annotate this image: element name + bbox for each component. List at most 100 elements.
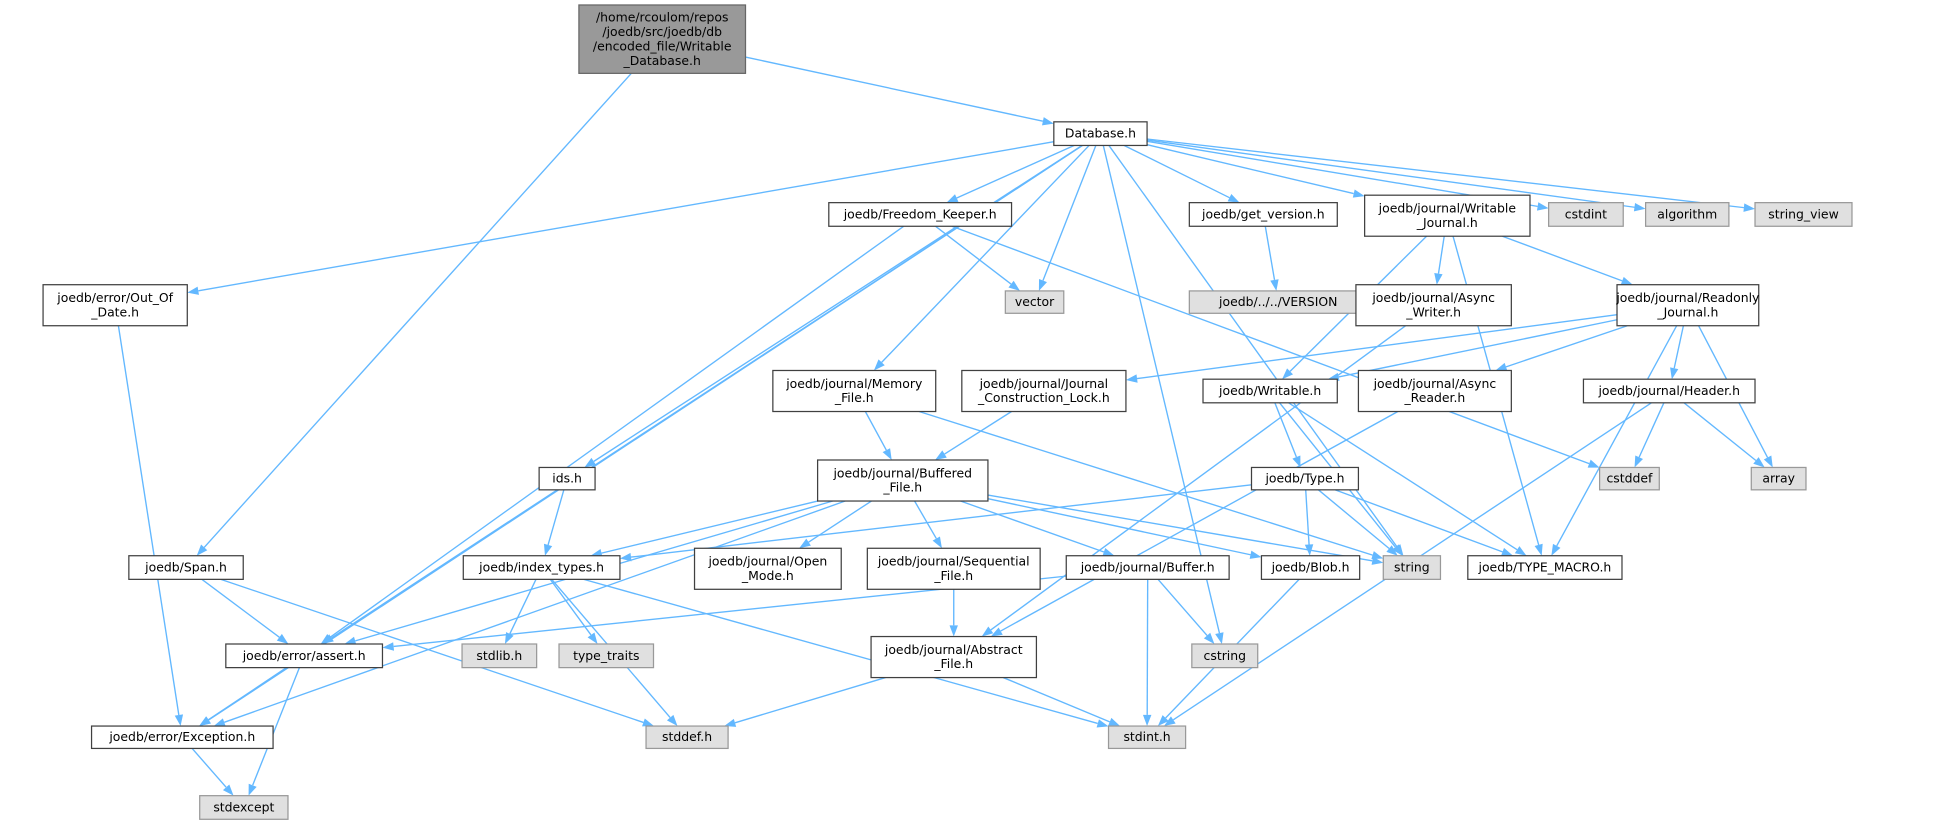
node-sequential-file[interactable]: joedb/journal/Sequential_File.h — [866, 547, 1041, 590]
edge-readonly_journal-to-header — [1670, 325, 1685, 380]
edge-buffered_file-to-sequential_file — [913, 500, 942, 549]
edge-async_reader-to-abstract_file — [990, 410, 1399, 637]
node-label-line: vector — [1015, 294, 1055, 309]
edge-arrowhead — [935, 450, 947, 460]
edge-arrowhead — [949, 625, 958, 637]
edge-database-to-out_of_date — [187, 141, 1054, 295]
edge-arrowhead — [1142, 714, 1152, 727]
edge-line — [1042, 145, 1097, 281]
edge-readonly_journal-to-async_reader — [1495, 325, 1628, 371]
nodes-layer: /home/rcoulom/repos/joedb/src/joedb/db/e… — [42, 4, 1853, 820]
edge-header-to-cstddef — [1634, 402, 1665, 468]
node-blob[interactable]: joedb/Blob.h — [1260, 555, 1361, 580]
node-header[interactable]: joedb/journal/Header.h — [1582, 378, 1756, 404]
node-box — [1382, 555, 1442, 580]
node-version: joedb/../../VERSION — [1188, 290, 1368, 314]
edge-arrowhead — [1157, 715, 1169, 727]
edge-arrowhead — [1534, 543, 1543, 556]
edge-abstract_file-to-stdint — [1002, 676, 1121, 727]
edge-arrowhead — [1282, 368, 1294, 380]
edge-line — [1683, 402, 1757, 462]
node-box — [961, 369, 1127, 413]
edge-arrowhead — [1292, 455, 1301, 468]
edge-line — [201, 578, 280, 638]
node-label-line: joedb/journal/Readonly — [1615, 290, 1759, 305]
edge-database-to-string_view — [1146, 138, 1756, 212]
node-label-line: joedb/TYPE_MACRO.h — [1478, 560, 1612, 575]
edge-arrowhead — [1620, 276, 1633, 285]
node-label-line: joedb/journal/Writable — [1378, 200, 1516, 215]
node-box — [90, 725, 274, 750]
node-box — [1750, 466, 1807, 491]
node-box — [225, 643, 384, 669]
node-box — [1754, 202, 1853, 227]
node-box — [1188, 202, 1338, 227]
edge-database-to-get_version — [1123, 144, 1240, 203]
edge-arrowhead — [344, 636, 357, 645]
node-open-mode[interactable]: joedb/journal/Open_Mode.h — [693, 547, 842, 590]
node-assert[interactable]: joedb/error/assert.h — [225, 643, 384, 669]
edge-arrowhead — [1042, 117, 1054, 126]
edge-buffered_file-to-blob — [987, 497, 1262, 559]
node-writable[interactable]: joedb/Writable.h — [1202, 378, 1338, 404]
edge-arrowhead — [1163, 716, 1176, 727]
node-label-line: joedb/get_version.h — [1201, 206, 1325, 221]
node-type[interactable]: joedb/Type.h — [1250, 466, 1360, 491]
node-buffered-file[interactable]: joedb/journal/Buffered_File.h — [816, 459, 989, 502]
node-ids[interactable]: ids.h — [538, 466, 596, 491]
node-label-line: joedb/journal/Async — [1371, 290, 1495, 305]
edge-arrowhead — [1371, 556, 1384, 565]
node-async-reader[interactable]: joedb/journal/Async_Reader.h — [1357, 369, 1512, 413]
node-box — [816, 459, 989, 502]
edge-abstract_file-to-stddef — [724, 676, 886, 727]
edge-freedom-to-vector — [935, 225, 1021, 291]
edge-line — [220, 578, 644, 724]
edge-line — [329, 225, 905, 639]
edge-buffered_file-to-string — [987, 494, 1384, 565]
edge-database-to-writable_journal — [1146, 144, 1365, 198]
node-label-line: _Writer.h — [1405, 304, 1461, 319]
edge-line — [1002, 676, 1111, 723]
node-label-line: _File.h — [882, 480, 922, 495]
edge-database-to-cstring — [1102, 145, 1224, 644]
edge-database-to-ids — [584, 144, 1083, 468]
edge-line — [208, 144, 1083, 721]
node-box — [1355, 284, 1512, 327]
node-box — [1644, 202, 1730, 227]
node-buffer[interactable]: joedb/journal/Buffer.h — [1065, 555, 1230, 580]
edge-line — [1102, 145, 1221, 634]
node-async-writer[interactable]: joedb/journal/Async_Writer.h — [1355, 284, 1512, 327]
edge-arrowhead — [1551, 543, 1561, 556]
edge-database-to-freedom — [946, 144, 1075, 203]
node-get-version[interactable]: joedb/get_version.h — [1188, 202, 1338, 227]
node-box — [870, 635, 1038, 679]
node-abstract-file[interactable]: joedb/journal/Abstract_File.h — [870, 635, 1038, 679]
node-type-macro[interactable]: joedb/TYPE_MACRO.h — [1467, 555, 1623, 580]
node-construction-lock[interactable]: joedb/journal/Journal_Construction_Lock.… — [961, 369, 1127, 413]
edge-index_types-to-type_traits — [549, 578, 598, 644]
edge-line — [207, 667, 287, 721]
node-database[interactable]: Database.h — [1053, 121, 1148, 147]
edge-writable-to-type_macro — [1288, 402, 1527, 556]
node-label-line: cstdint — [1565, 206, 1607, 221]
node-memory-file[interactable]: joedb/journal/Memory_File.h — [772, 369, 937, 413]
node-readonly-journal[interactable]: joedb/journal/Readonly_Journal.h — [1615, 284, 1759, 327]
node-box — [1467, 555, 1623, 580]
node-span[interactable]: joedb/Span.h — [128, 555, 244, 580]
node-label-line: joedb/journal/Open — [707, 554, 827, 569]
node-freedom[interactable]: joedb/Freedom_Keeper.h — [828, 202, 1013, 227]
node-label-line: joedb/journal/Buffer.h — [1080, 560, 1215, 575]
node-index-types[interactable]: joedb/index_types.h — [462, 555, 621, 580]
edge-line — [913, 500, 937, 539]
node-writable-journal[interactable]: joedb/journal/Writable_Journal.h — [1364, 194, 1531, 237]
node-label-line: stdint.h — [1123, 729, 1170, 744]
node-label-line: _File.h — [933, 568, 973, 583]
node-out-of-date[interactable]: joedb/error/Out_Of_Date.h — [42, 284, 188, 327]
edge-arrowhead — [1670, 367, 1679, 380]
node-box — [538, 466, 596, 491]
node-label-line: joedb/journal/Abstract — [884, 642, 1023, 657]
node-label-line: /encoded_file/Writable — [593, 38, 732, 53]
node-exception[interactable]: joedb/error/Exception.h — [90, 725, 274, 750]
edge-line — [1437, 236, 1445, 274]
edge-database-to-memory_file — [873, 144, 1090, 371]
